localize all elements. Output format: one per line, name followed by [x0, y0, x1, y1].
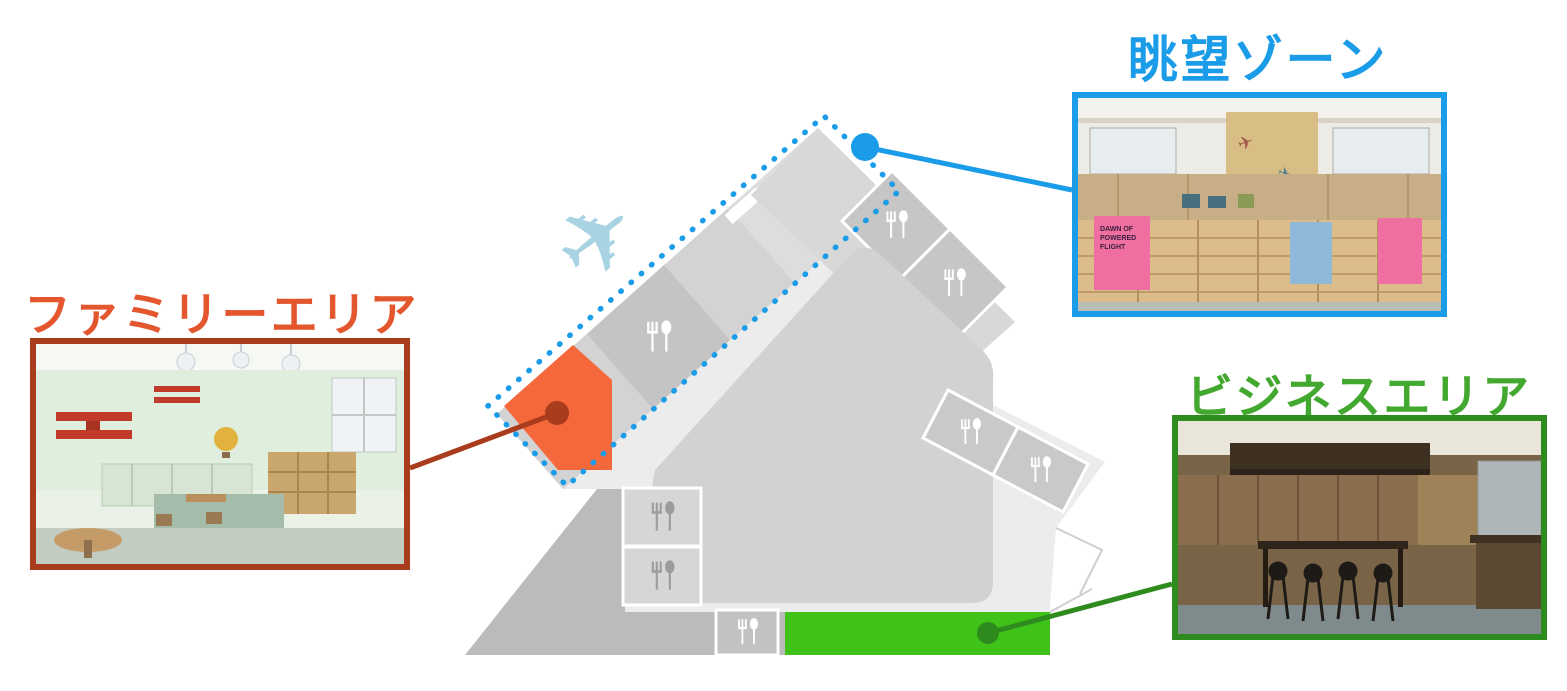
photo-view-illustration: ✈ ✈ [1078, 98, 1441, 311]
photo-family-illustration [36, 344, 404, 564]
kiosk-west-1 [621, 486, 703, 548]
photo-business-area [1172, 415, 1547, 640]
view-zone-dotted-outline [483, 112, 904, 490]
business-area-highlight [785, 612, 1050, 655]
connector-line-family [409, 410, 558, 471]
outline-fragment [1049, 527, 1104, 613]
mural-biplane [56, 412, 132, 421]
connector-dot-family [545, 401, 569, 425]
central-concourse [652, 247, 994, 603]
connector-line-business [987, 581, 1173, 636]
zone-label-family: ファミリーエリア [24, 288, 419, 341]
kiosk-east-2 [990, 424, 1091, 515]
wing-dining-strip [587, 265, 730, 409]
bar-stools [1266, 561, 1395, 622]
photo-business-illustration [1178, 421, 1541, 634]
photo-view-zone: ✈ ✈ DAWN OF POWERED FLIGHT [1072, 92, 1447, 317]
zone-label-business: ビジネスエリア [1186, 370, 1532, 423]
zone-label-view: 眺望ゾーン [1128, 32, 1388, 88]
connector-dot-view [851, 133, 879, 161]
mural-plane-icon: ✈ [1235, 131, 1256, 156]
mural-biplane [154, 386, 200, 392]
mural-balloon [214, 427, 238, 451]
poster-text: DAWN OF POWERED FLIGHT [1100, 226, 1137, 251]
kiosk-south [714, 608, 780, 657]
kiosk-west-2 [621, 545, 703, 607]
connector-dot-business [977, 622, 999, 644]
photo-family-area [30, 338, 410, 570]
connector-line-view [864, 144, 1073, 193]
